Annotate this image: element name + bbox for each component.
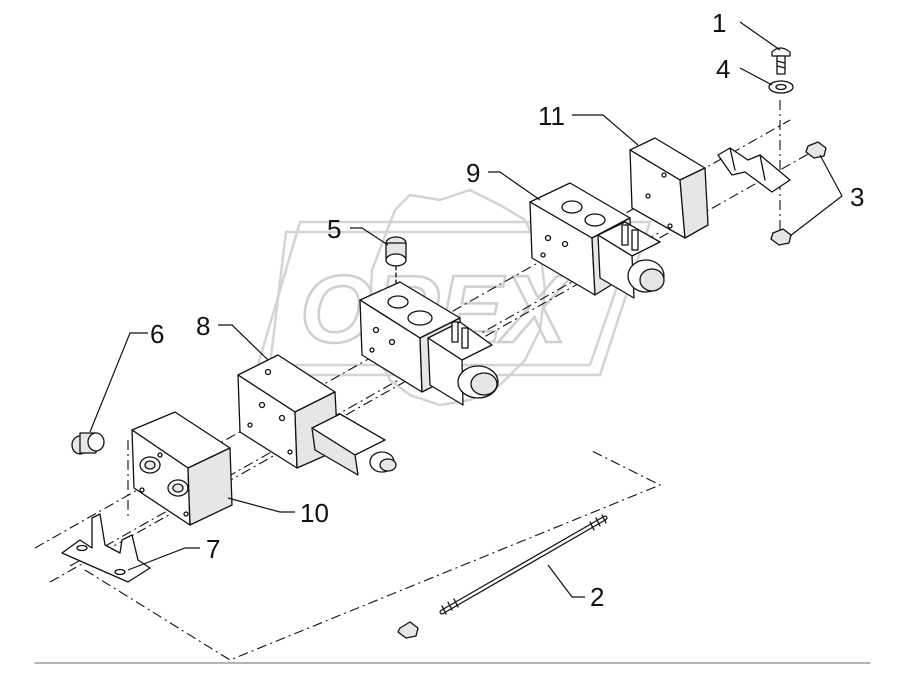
callout-3: 3	[850, 182, 864, 212]
bracket-icon	[61, 513, 151, 583]
callout-5: 5	[327, 214, 341, 244]
end-plate-icon	[131, 411, 233, 526]
fitting-icon	[385, 236, 407, 301]
callout-1: 1	[712, 8, 726, 38]
washer-icon	[768, 80, 794, 94]
callout-11: 11	[538, 101, 565, 131]
callout-labels: 1 4 3 11 9 5 6 8 10 7 2	[150, 8, 864, 612]
callout-4: 4	[716, 54, 730, 84]
callout-9: 9	[466, 158, 480, 188]
small-bracket-icon	[717, 147, 791, 193]
plug-icon	[71, 432, 105, 455]
leader-lines	[89, 21, 843, 598]
callout-7: 7	[206, 534, 220, 564]
cover-plate-icon	[629, 137, 709, 239]
callout-2: 2	[590, 582, 604, 612]
callout-6: 6	[150, 319, 164, 349]
rod-nut-icon	[397, 621, 419, 639]
valve-block-icon	[237, 354, 397, 476]
threaded-rod-icon	[439, 514, 608, 615]
callout-8: 8	[196, 311, 210, 341]
callout-10: 10	[300, 498, 329, 528]
middle-valve-icon	[359, 281, 499, 406]
nut-icon	[770, 141, 827, 246]
solenoid-valve-icon	[529, 182, 665, 299]
bolt-icon	[771, 47, 791, 75]
